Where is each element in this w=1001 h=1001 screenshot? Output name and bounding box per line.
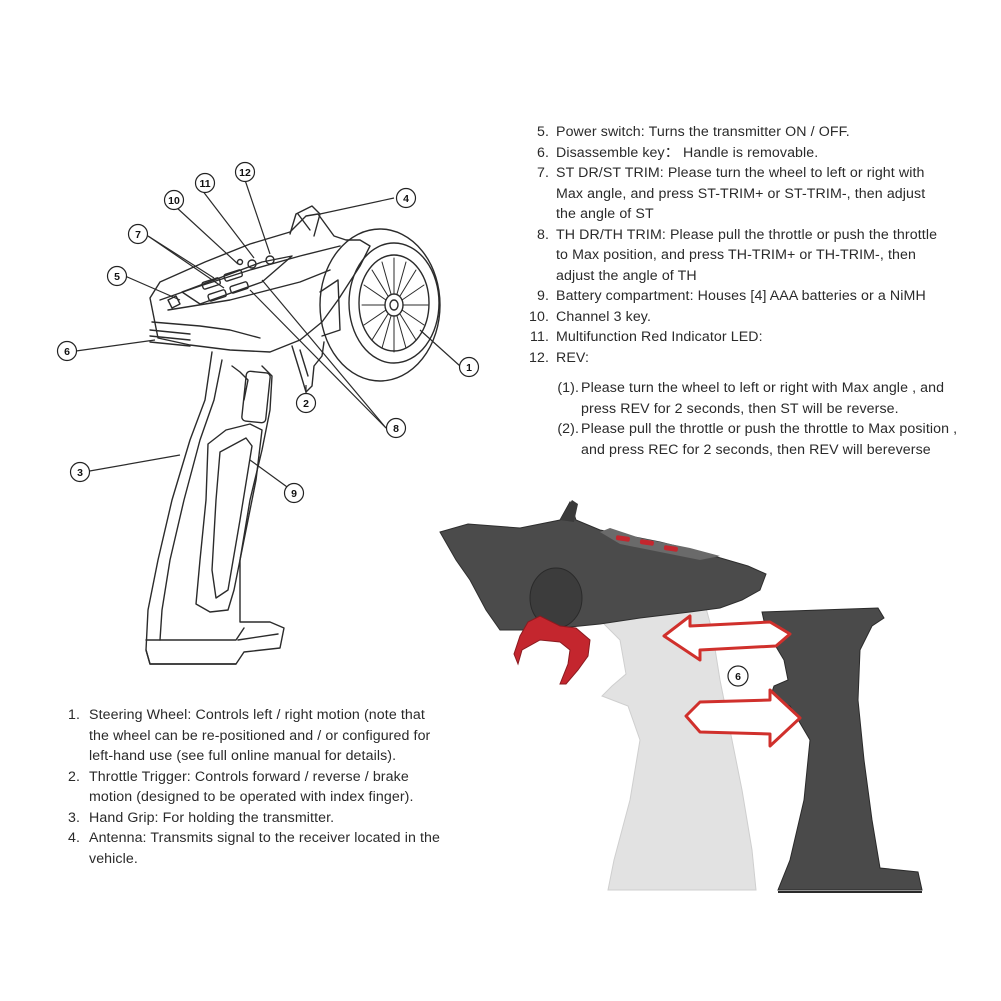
list-item-number: (2). [553,419,579,440]
list-item-text: the angle of ST [556,206,654,222]
list-item-number: 4. [66,828,80,849]
list-item-text: and press REC for 2 seconds, then REV wi… [581,442,931,458]
left-feature-list: 1. Steering Wheel: Controls left / right … [66,705,440,869]
list-item-text: TH DR/TH TRIM: Please pull the throttle … [556,227,937,243]
transmitter-body [440,502,766,630]
list-item-text: Throttle Trigger: Controls forward / rev… [89,769,409,785]
list-item: 1. Steering Wheel: Controls left / right … [66,705,440,767]
list-item: 2. Throttle Trigger: Controls forward / r… [66,767,440,808]
list-item-number: 1. [66,705,80,726]
list-item: 11. Multifunction Red Indicator LED: [523,327,937,348]
list-item-text: Please turn the wheel to left or right w… [581,380,944,396]
list-item-text: Max angle, and press ST-TRIM+ or ST-TRIM… [556,186,925,202]
list-item-text: Disassemble key： Handle is removable. [556,145,818,161]
list-item-text: to Max position, and press TH-TRIM+ or T… [556,247,916,263]
list-item: 7. ST DR/ST TRIM: Please turn the wheel t… [523,163,937,225]
list-item-number: 2. [66,767,80,788]
list-item-text: Power switch: Turns the transmitter ON /… [556,124,850,140]
list-item-number: (1). [553,378,579,399]
list-item: (1).Please turn the wheel to left or rig… [553,378,957,419]
right-feature-list: 5. Power switch: Turns the transmitter ON… [523,122,937,368]
list-item: 12. REV: [523,348,937,369]
list-item-text: Battery compartment: Houses [4] AAA batt… [556,288,926,304]
list-item: 10. Channel 3 key. [523,307,937,328]
list-item: 4. Antenna: Transmits signal to the recei… [66,828,440,869]
list-item-text: Please pull the throttle or push the thr… [581,421,957,437]
list-item-number: 11. [523,327,549,348]
list-item-text: Channel 3 key. [556,309,651,325]
list-item-number: 12. [523,348,549,369]
list-item-text: Steering Wheel: Controls left / right mo… [89,707,425,723]
list-item-text: REV: [556,350,589,366]
list-item-text: press REV for 2 seconds, then ST will be… [581,401,899,417]
callout-photo-6-label: 6 [735,671,741,683]
list-item: 6. Disassemble key： Handle is removable. [523,143,937,164]
list-item-text: the wheel can be re-positioned and / or … [89,728,430,744]
light-grip [600,608,756,890]
list-item-number: 9. [523,286,549,307]
list-item-text: left-hand use (see full online manual fo… [89,748,396,764]
list-item: (2).Please pull the throttle or push the… [553,419,957,460]
list-item: 9. Battery compartment: Houses [4] AAA ba… [523,286,937,307]
list-item-text: ST DR/ST TRIM: Please turn the wheel to … [556,165,925,181]
list-item-number: 6. [523,143,549,164]
list-item-text: Hand Grip: For holding the transmitter. [89,810,334,826]
list-item-number: 7. [523,163,549,184]
list-item: 5. Power switch: Turns the transmitter ON… [523,122,937,143]
list-item: 3. Hand Grip: For holding the transmitter… [66,808,440,829]
list-item-text: motion (designed to be operated with ind… [89,789,414,805]
list-item-text: Antenna: Transmits signal to the receive… [89,830,440,846]
list-item-text: Multifunction Red Indicator LED: [556,329,763,345]
list-item-text: adjust the angle of TH [556,268,697,284]
list-item-number: 10. [523,307,549,328]
list-item-number: 3. [66,808,80,829]
list-item-text: vehicle. [89,851,138,867]
list-item: 8. TH DR/TH TRIM: Please pull the throttl… [523,225,937,287]
list-item-number: 8. [523,225,549,246]
dark-grip [762,608,922,890]
rev-sub-list: (1).Please turn the wheel to left or rig… [553,378,957,460]
list-item-number: 5. [523,122,549,143]
